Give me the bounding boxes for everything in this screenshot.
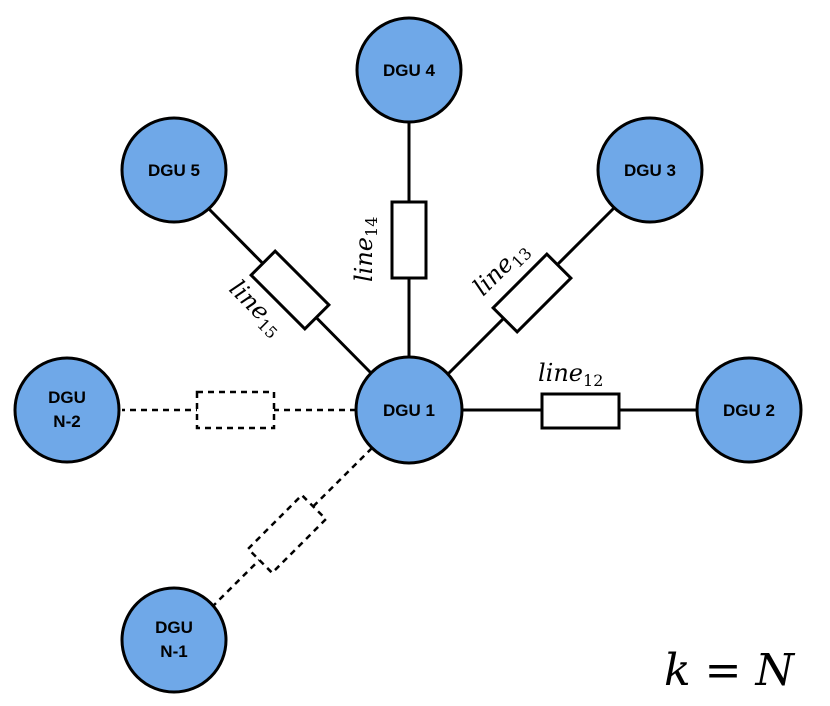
label-dgu2: DGU 2 (723, 401, 775, 420)
node-dgu3 (596, 116, 704, 224)
node-dgu2 (695, 356, 803, 464)
label-dgun2-line1: DGU (48, 388, 86, 407)
node-dgun2 (13, 356, 121, 464)
label-dgun2-line2: N-2 (53, 412, 80, 431)
line12-box (540, 392, 621, 430)
label-dgun1-line2: N-1 (160, 642, 187, 661)
equation-k-equals-n: k = N (664, 645, 796, 696)
node-dgu4 (355, 16, 463, 124)
line-n2-box (195, 390, 276, 430)
line14-box (390, 200, 428, 280)
node-dgu1 (354, 355, 464, 465)
line-boxes (248, 200, 621, 430)
label-dgun1-line1: DGU (155, 618, 193, 637)
nodes (13, 16, 803, 694)
line15-box (248, 248, 332, 332)
line13-box (490, 251, 574, 335)
label-dgu1: DGU 1 (383, 401, 435, 420)
label-line14: line14 (350, 217, 381, 282)
dashed-connections (122, 408, 373, 608)
node-dgun1 (120, 586, 228, 694)
label-line12: line12 (538, 359, 603, 390)
label-dgu5: DGU 5 (148, 161, 200, 180)
label-dgu3: DGU 3 (624, 161, 676, 180)
line-n1-box (246, 493, 328, 575)
node-dgu5 (120, 116, 228, 224)
dashed-line-boxes (195, 390, 328, 575)
label-dgu4: DGU 4 (383, 61, 436, 80)
